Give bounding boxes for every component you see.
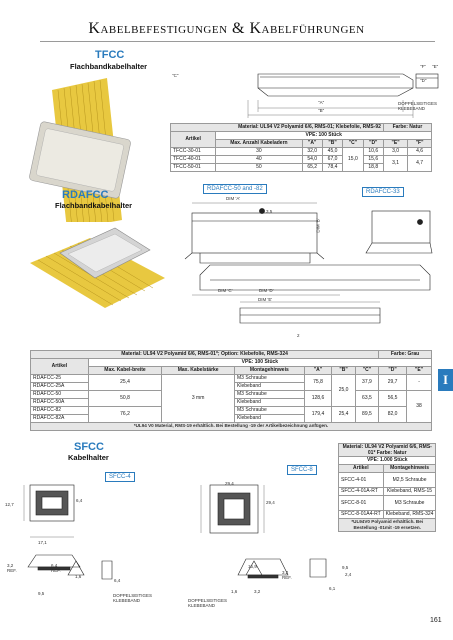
tfcc-col-d: "D" xyxy=(362,139,384,148)
sfcc-vpe: VPE: 1.000 Stück xyxy=(337,456,437,465)
rdafcc-dim-a: DIM 'A' xyxy=(226,196,241,201)
sfcc-dim-2-4: 2,4 xyxy=(345,572,352,577)
rdafcc-col-breite: Max. Kabel-breite xyxy=(87,366,163,375)
sfcc-dim-3-2b: 3,2 xyxy=(254,589,261,594)
sfcc-subtitle: Kabelhalter xyxy=(68,453,109,462)
sfcc-material: Material: UL94 V2 Polyamid 6/6, RMS-01* … xyxy=(337,443,437,457)
table-row: SFCC-8-01 M3 Schraube xyxy=(338,495,437,511)
sfcc-dim-6-4b: 6,4 xyxy=(114,578,121,583)
tfcc-photo xyxy=(29,78,131,222)
tfcc-col-c: "C" xyxy=(342,139,364,148)
rdafcc-table: Material: UL94 V2 Polyamid 6/6, RMS-01*;… xyxy=(29,350,433,431)
sfcc-dim-12-7: 12,7 xyxy=(5,502,14,507)
sfcc-drawing xyxy=(23,484,327,580)
rdafcc-col-staerke: Max. Kabelstärke xyxy=(161,366,235,375)
sfcc-dim-17-1: 17,1 xyxy=(38,540,47,545)
rdafcc-col-e: "E" xyxy=(406,366,432,375)
sfcc-label-right: SFCC-8 xyxy=(287,465,317,475)
sfcc-col-artikel: Artikel xyxy=(338,464,384,473)
tfcc-title: TFCC xyxy=(95,49,125,61)
tfcc-material: Material: UL94 V2 Polyamid 6/6, RMS-01; … xyxy=(170,123,384,132)
rdafcc-col-a: "A" xyxy=(303,366,333,375)
sfcc-dim-6-4a: 6,4 xyxy=(76,498,83,503)
sfcc-dim-9-5b: 9,5 xyxy=(342,565,349,570)
sfcc-dim-6-4-ref: 6,4 REF. xyxy=(51,563,61,573)
rdafcc-label-right: RDAFCC-33 xyxy=(362,187,404,197)
tfcc-dim-a: "A" xyxy=(318,100,325,105)
tfcc-dim-f: "F" xyxy=(420,64,426,69)
sfcc-dim-29-4b: 29,4 xyxy=(266,500,275,505)
rdafcc-dim-2: 2 xyxy=(297,333,300,338)
tfcc-col-adern: Max. Anzahl Kabeladern xyxy=(215,139,303,148)
tfcc-color: Farbe: Natur xyxy=(382,123,433,132)
table-row: SFCC-4-01 M2,5 Schraube xyxy=(338,472,437,488)
tfcc-dim-c: "C" xyxy=(172,73,179,78)
rdafcc-drawing xyxy=(184,202,433,324)
rdafcc-dim-c: DIM 'C' xyxy=(218,288,233,293)
tfcc-dim-e: "E" xyxy=(432,64,439,69)
rdafcc-col-artikel: Artikel xyxy=(30,358,89,375)
page-header: Kabelbefestigungen & Kabelführungen xyxy=(88,20,365,37)
rdafcc-col-d: "D" xyxy=(378,366,408,375)
sfcc-label-left: SFCC-4 xyxy=(105,472,135,482)
tfcc-subtitle: Flachbandkabelhalter xyxy=(70,62,148,71)
table-row: RDAFCC-50 50,8 M3 Schraube 128,6 63,5 56… xyxy=(30,390,432,423)
rdafcc-dim-e: DIM 'E' xyxy=(258,297,273,302)
sfcc-table: Material: UL94 V2 Polyamid 6/6, RMS-01* … xyxy=(337,443,437,532)
sfcc-tape-label-2: DOPPELSEITIGES KLEBEBAND xyxy=(188,598,228,608)
section-tab: I xyxy=(438,369,453,391)
page-number: 161 xyxy=(430,617,442,624)
tfcc-table: Material: UL94 V2 Polyamid 6/6, RMS-01; … xyxy=(169,123,433,172)
sfcc-dim-9-5a: 9,5 xyxy=(38,591,45,596)
rdafcc-dim-b: DIM 'B' xyxy=(315,218,321,233)
table-row: SFCC-8-01A4-RT Klebeband, RMS-324 xyxy=(338,510,437,519)
tfcc-col-b: "B" xyxy=(321,139,344,148)
tfcc-col-artikel: Artikel xyxy=(169,131,217,148)
sfcc-dim-3-2-ref-b: 3,2 REF. xyxy=(282,570,292,580)
sfcc-dim-3-2-ref: 3,2 REF. xyxy=(7,563,17,573)
rdafcc-color: Farbe: Grau xyxy=(378,350,432,359)
sfcc-tape-label-1: DOPPELSEITIGES KLEBEBAND xyxy=(113,593,153,603)
sfcc-dim-1-6b: 1,6 xyxy=(231,589,238,594)
sfcc-dim-15-9: 15,9 xyxy=(248,564,257,569)
tfcc-dim-d: "D" xyxy=(420,78,427,83)
rdafcc-col-montage: Montagehinweis xyxy=(234,366,305,375)
rdafcc-photo xyxy=(30,227,165,308)
rdafcc-title: RDAFCC xyxy=(62,189,109,201)
rdafcc-material: Material: UL94 V2 Polyamid 6/6, RMS-01*;… xyxy=(29,350,380,359)
table-row: SFCC-4-01A-RT Klebeband, RMS-15 xyxy=(338,487,437,496)
rdafcc-col-b: "B" xyxy=(331,366,356,375)
tfcc-drawing xyxy=(247,73,439,118)
sfcc-title: SFCC xyxy=(74,441,104,453)
rdafcc-footnote: *UL94 V0 Material, RMS-19 erhältlich. Be… xyxy=(30,422,432,431)
tfcc-vpe: VPE: 100 Stück xyxy=(215,131,432,140)
tfcc-dim-b: "B" xyxy=(318,108,325,113)
rdafcc-dim-hole: 3,5 xyxy=(266,209,273,214)
rdafcc-col-c: "C" xyxy=(354,366,380,375)
rdafcc-subtitle: Flachbandkabelhalter xyxy=(55,201,133,210)
rdafcc-label-left: RDAFCC-50 and -82 xyxy=(203,184,267,194)
sfcc-footnote: *UL94V0 Polyamid erhältlich. Bei Bestell… xyxy=(337,518,437,532)
tfcc-tape-label: DOPPELSEITIGES KLEBEBAND xyxy=(398,101,438,111)
rdafcc-dim-d: DIM 'D' xyxy=(259,288,274,293)
header-divider xyxy=(40,41,435,42)
sfcc-dim-1-6: 1,6 xyxy=(75,574,82,579)
table-row: RDAFCC-25 25,4 3 mm M3 Schraube 75,8 25,… xyxy=(30,374,432,423)
sfcc-dim-6-1: 6,1 xyxy=(329,586,336,591)
sfcc-col-montage: Montagehinweis xyxy=(382,464,437,473)
rdafcc-vpe: VPE: 100 Stück xyxy=(87,358,433,367)
sfcc-dim-29-4a: 29,4 xyxy=(225,481,234,486)
tfcc-col-a: "A" xyxy=(301,139,323,148)
tfcc-col-e: "E" xyxy=(382,139,409,148)
tfcc-col-f: "F" xyxy=(407,139,432,148)
